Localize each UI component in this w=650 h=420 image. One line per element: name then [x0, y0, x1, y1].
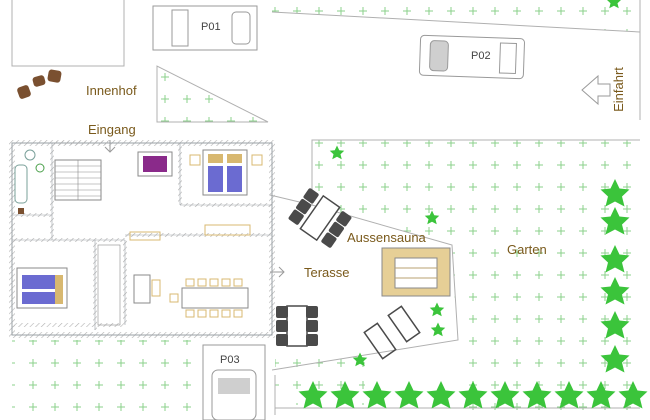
- parking-p01: [152, 5, 258, 51]
- label-eingang: Eingang: [88, 122, 136, 137]
- terrace-door-arrow-icon: [270, 266, 285, 278]
- sun-loungers: [363, 305, 421, 360]
- shrub-icon: [430, 322, 446, 337]
- staircase: [54, 159, 102, 201]
- label-p01: P01: [201, 21, 221, 33]
- shrub-icon: [429, 302, 445, 317]
- sofa: [129, 224, 251, 241]
- tree-icon: [394, 381, 424, 409]
- bed-lower: [16, 267, 68, 309]
- courtyard-planting: [156, 65, 269, 123]
- neighbor-building: [11, 0, 125, 67]
- whirlpool-tub: [137, 151, 173, 177]
- bathroom-fixtures: [14, 149, 45, 214]
- terrace-table-top: [287, 187, 353, 249]
- bed-upper: [189, 149, 263, 196]
- upper-green-strip: [271, 0, 641, 120]
- label-p02: P02: [471, 50, 491, 62]
- courtyard-stones: [17, 69, 62, 99]
- garden-area: [311, 139, 640, 410]
- terrace-table-bottom: [276, 305, 318, 347]
- dining-table: [169, 278, 249, 318]
- label-garten: Garten: [507, 242, 547, 257]
- house: [9, 140, 285, 338]
- tree-icon: [426, 381, 456, 409]
- label-p03: P03: [220, 354, 240, 366]
- parking-p02: [418, 34, 525, 80]
- einfahrt-arrow-icon: [581, 74, 611, 106]
- label-terasse: Terasse: [304, 265, 350, 280]
- label-einfahrt: Einfahrt: [610, 67, 626, 112]
- kitchen: [97, 244, 161, 326]
- parking-p03: [202, 344, 266, 420]
- label-aussensauna: Aussensauna: [347, 230, 426, 245]
- outdoor-sauna: [381, 247, 451, 297]
- tree-icon: [362, 381, 392, 409]
- label-innenhof: Innenhof: [86, 83, 137, 98]
